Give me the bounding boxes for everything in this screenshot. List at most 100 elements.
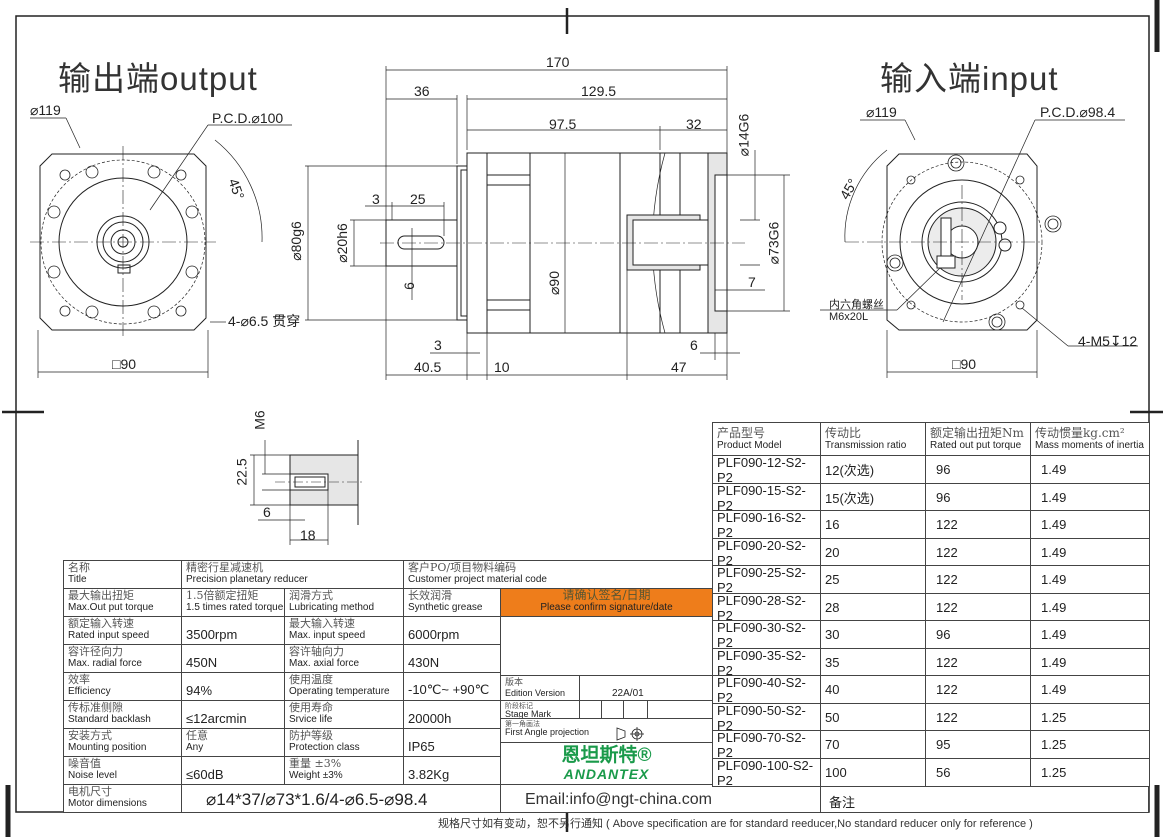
header-en: Transmission ratio <box>825 440 907 451</box>
ratio-cell: 70 <box>820 730 926 759</box>
dim-shaft-dia: ⌀20h6 <box>333 223 350 263</box>
spec-value: 94% <box>186 683 213 698</box>
inertia-cell: 1.49 <box>1030 675 1150 704</box>
spec-label-en: Standard backlash <box>68 714 151 725</box>
spec-label-cn: 额定输入转速 <box>68 617 134 630</box>
header-en: Rated out put torque <box>930 440 1022 451</box>
edition-en: Edition Version <box>505 688 566 698</box>
ratio-cell: 50 <box>820 703 926 732</box>
spec-label-en: Srvice life <box>289 714 333 725</box>
spec-value: -10℃~ +90℃ <box>408 682 490 697</box>
signature-field[interactable] <box>500 616 713 676</box>
dim-overall: 170 <box>546 54 570 70</box>
spec-label-cn: 任意 <box>186 729 208 742</box>
dim-gap-6: 6 <box>690 337 698 353</box>
header-cn: 传动比 <box>825 426 862 440</box>
torque-cell: 96 <box>925 455 1031 484</box>
footer-note: 规格尺寸如有变动，恕不另行通知 ( Above specification ar… <box>438 818 1033 830</box>
email-link[interactable]: Email:info@ngt-china.com <box>500 784 821 813</box>
ratio-cell: 12(次选) <box>820 455 926 484</box>
inertia-cell: 1.49 <box>1030 593 1150 622</box>
torque-cell: 122 <box>925 703 1031 732</box>
spec-cell: 20000h <box>403 700 501 729</box>
projection-en: First Angle projection <box>505 727 590 737</box>
torque-cell: 96 <box>925 620 1031 649</box>
detail-depth: 22.5 <box>233 458 250 486</box>
stage-cn: 阶段标记 <box>505 702 533 710</box>
spec-label-cn: 使用寿命 <box>289 701 333 714</box>
inertia-cell: 1.49 <box>1030 648 1150 677</box>
screw-label-cn: 内六角螺丝 <box>829 299 884 311</box>
projection-cn: 第一角画法 <box>505 720 540 728</box>
inertia-cell: 1.49 <box>1030 565 1150 594</box>
torque-cell: 95 <box>925 730 1031 759</box>
detail-offset: 6 <box>263 504 271 520</box>
spec-cell: 430N <box>403 644 501 673</box>
header-cn: 产品型号 <box>717 426 766 440</box>
stage-label: 阶段标记 Stage Mark <box>500 700 580 719</box>
dim-key-width: 6 <box>400 282 417 290</box>
confirm-en: Please confirm signature/date <box>540 602 673 613</box>
header-en: Product Model <box>717 440 782 451</box>
spec-cell: 3500rpm <box>181 616 285 645</box>
input-pcd-label: P.C.D.⌀98.4 <box>1040 104 1116 120</box>
output-view-title: 输出端output <box>58 60 258 97</box>
torque-cell: 96 <box>925 483 1031 512</box>
spec-cell: 94% <box>181 672 285 701</box>
spec-label-en: Max.Out put torque <box>68 602 154 613</box>
spec-label-en: Max. radial force <box>68 658 142 669</box>
model-cell: PLF090-25-S2-P2 <box>712 565 821 595</box>
confirm-signature-header: 请确认签名/日期 Please confirm signature/date <box>500 588 713 617</box>
spec-cell: -10℃~ +90℃ <box>403 672 501 701</box>
header-cn: 传动惯量kg.cm² <box>1035 426 1125 440</box>
ratio-cell: 28 <box>820 593 926 622</box>
spec-label-en: Lubricating method <box>289 602 375 613</box>
dim-shaft-offset: 3 <box>372 191 380 207</box>
confirm-cn: 请确认签名/日期 <box>562 588 651 602</box>
brand-cn: 恩坦斯特® <box>561 745 652 766</box>
detail-length: 18 <box>300 527 316 543</box>
output-flange-view <box>30 117 292 378</box>
spec-label-en: 1.5 times rated torque <box>186 602 284 613</box>
torque-cell: 122 <box>925 675 1031 704</box>
spec-label-en: Rated input speed <box>68 630 150 641</box>
spec-label-cn: 容许轴向力 <box>289 645 344 658</box>
dim-adapter-length: 32 <box>686 116 702 132</box>
input-flange-view <box>820 119 1138 378</box>
dim-47: 47 <box>671 359 687 375</box>
torque-cell: 122 <box>925 538 1031 567</box>
spec-cell: 3.82Kg <box>403 756 501 785</box>
spec-label-cn: 容许径向力 <box>68 645 123 658</box>
input-view-title: 输入端input <box>880 60 1059 97</box>
output-dia-119-label: ⌀119 <box>30 102 61 118</box>
stage-box <box>579 700 602 719</box>
inertia-cell: 1.49 <box>1030 483 1150 512</box>
projection-row: 第一角画法 First Angle projection <box>500 718 713 743</box>
torque-cell: 122 <box>925 648 1031 677</box>
dim-body-length: 129.5 <box>581 83 617 99</box>
spec-label-cn: 使用温度 <box>289 673 333 686</box>
spec-label-en: Protection class <box>289 742 360 753</box>
first-angle-projection-icon <box>616 727 644 741</box>
dim-main-length: 97.5 <box>549 116 577 132</box>
dim-pilot-depth: 7 <box>748 274 756 290</box>
output-pcd-label: P.C.D.⌀100 <box>212 110 284 126</box>
header-cn: 额定输出扭矩Nm <box>930 426 1024 440</box>
edition-cn: 版本 <box>505 678 524 688</box>
spec-value: 6000rpm <box>408 627 460 642</box>
model-cell: PLF090-35-S2-P2 <box>712 648 821 678</box>
spec-value: 20000h <box>408 711 452 726</box>
spec-cell: 重量 ±3%Weight ±3% <box>284 756 404 785</box>
po-cn: 客户PO/项目物料编码 <box>408 561 517 574</box>
ratio-cell: 25 <box>820 565 926 594</box>
dim-input-bore: ⌀14G6 <box>735 113 752 157</box>
ratio-cell: 16 <box>820 510 926 539</box>
dim-flange-3: 3 <box>434 337 442 353</box>
detail-thread: M6 <box>251 410 268 430</box>
spec-label-en: Operating temperature <box>289 686 390 697</box>
